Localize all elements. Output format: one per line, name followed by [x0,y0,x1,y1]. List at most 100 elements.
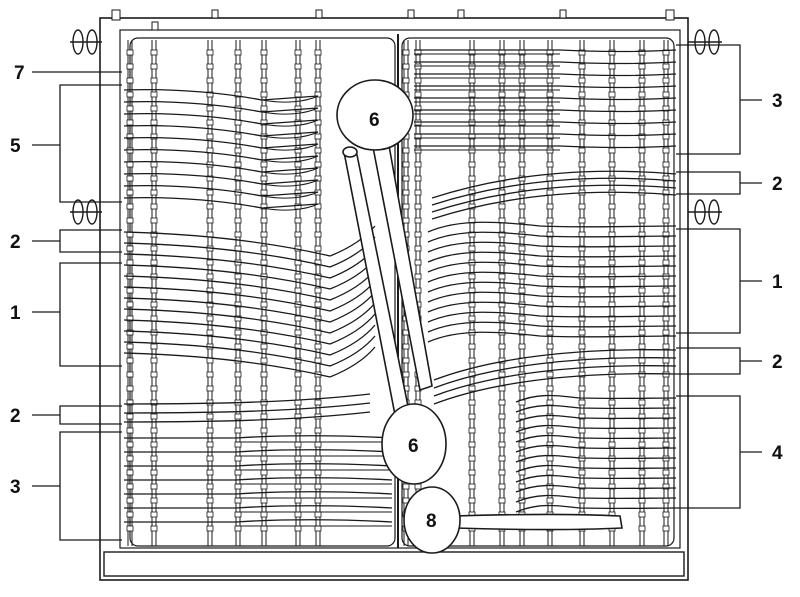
fork-outline [515,494,677,503]
rail-rung [498,441,506,448]
rail-rung [126,497,134,504]
spoon-outline [431,170,677,199]
rail-rung [468,441,476,448]
rail-rung [578,385,586,392]
rail-rung [206,329,214,336]
rail-rung [206,413,214,420]
rail-rung [126,119,134,126]
rail-rung [662,441,670,448]
utensil-8: 8 [426,511,437,532]
rail-rung [662,259,670,266]
rail-rung [150,189,158,196]
spoon-outline [123,269,376,301]
spoon-outline [433,357,677,389]
rail-rung [546,91,554,98]
rail-rung [314,483,322,490]
rail-rung [638,217,646,224]
rail-rung [608,63,616,70]
rail-rung [206,371,214,378]
rail-rung [498,91,506,98]
fork-outline [515,474,677,483]
rail-rung [608,385,616,392]
rail-rung [126,105,134,112]
front-panel [103,551,685,577]
rail-rung [546,413,554,420]
rail-rung [578,413,586,420]
rail-rung [402,189,410,196]
rail-rung [234,175,242,182]
rail-rung [518,259,526,266]
rail-rung [234,483,242,490]
rail-rung [234,427,242,434]
rail-rung [206,217,214,224]
rail-rung [314,525,322,532]
rail-rung [518,245,526,252]
rail-rung [578,147,586,154]
rail-rung [578,63,586,70]
rail-rung [638,413,646,420]
rail-rung [402,175,410,182]
rail-rung [498,161,506,168]
rail-rung [294,525,302,532]
rail-rung [662,399,670,406]
rail-rung [294,217,302,224]
rail-rung [260,161,268,168]
rail-rung [260,357,268,364]
rail-rung [314,49,322,56]
knife-outline [414,109,677,113]
rail-rung [126,329,134,336]
rail-rung [150,469,158,476]
rail-rung [150,455,158,462]
rail-rung [206,511,214,518]
spoon-outline [123,335,376,367]
spoon-outline [427,231,677,243]
rail-rung [294,329,302,336]
rail-rung [260,399,268,406]
rail-rung [314,77,322,84]
rail-rung [314,147,322,154]
rail-rung [662,427,670,434]
rail-rung [126,385,134,392]
rail-rung [260,371,268,378]
rail-rung [150,231,158,238]
fork-outline [515,464,677,473]
callout-1-right: 1 [772,272,783,293]
rail-rung [126,175,134,182]
rail-rung [260,119,268,126]
rail-rung [662,203,670,210]
rail-rung [260,413,268,420]
rail-rung [126,301,134,308]
fork-outline [515,434,677,443]
rail-rung [578,91,586,98]
rail-rung [294,273,302,280]
spoon-outline [123,247,376,279]
rail-rung [234,455,242,462]
rail-rung [150,441,158,448]
rail-rung [578,469,586,476]
cutlery-items [123,49,677,527]
fork-outline [515,454,677,463]
utensil-6-upper: 6 [369,110,380,131]
spoon-outline [123,411,371,423]
rail-rung [414,231,422,238]
fork-head [261,107,319,115]
rail-rung [126,469,134,476]
rail-rung [518,441,526,448]
spoon-outline [427,281,677,293]
knife-outline [414,49,677,53]
right-callout-numbers: 3 2 1 2 4 [772,91,783,464]
rail-rung [150,147,158,154]
rail-rung [518,385,526,392]
rail-rung [546,399,554,406]
rail-rung [294,49,302,56]
rail-rung [414,203,422,210]
rail-rung [662,63,670,70]
rail-rung [126,455,134,462]
rail-rung [260,483,268,490]
rail-rung [608,343,616,350]
rail-rung [402,371,410,378]
rail-rung [314,469,322,476]
rail-rung [498,413,506,420]
rail-rung [468,161,476,168]
rail-rung [518,413,526,420]
